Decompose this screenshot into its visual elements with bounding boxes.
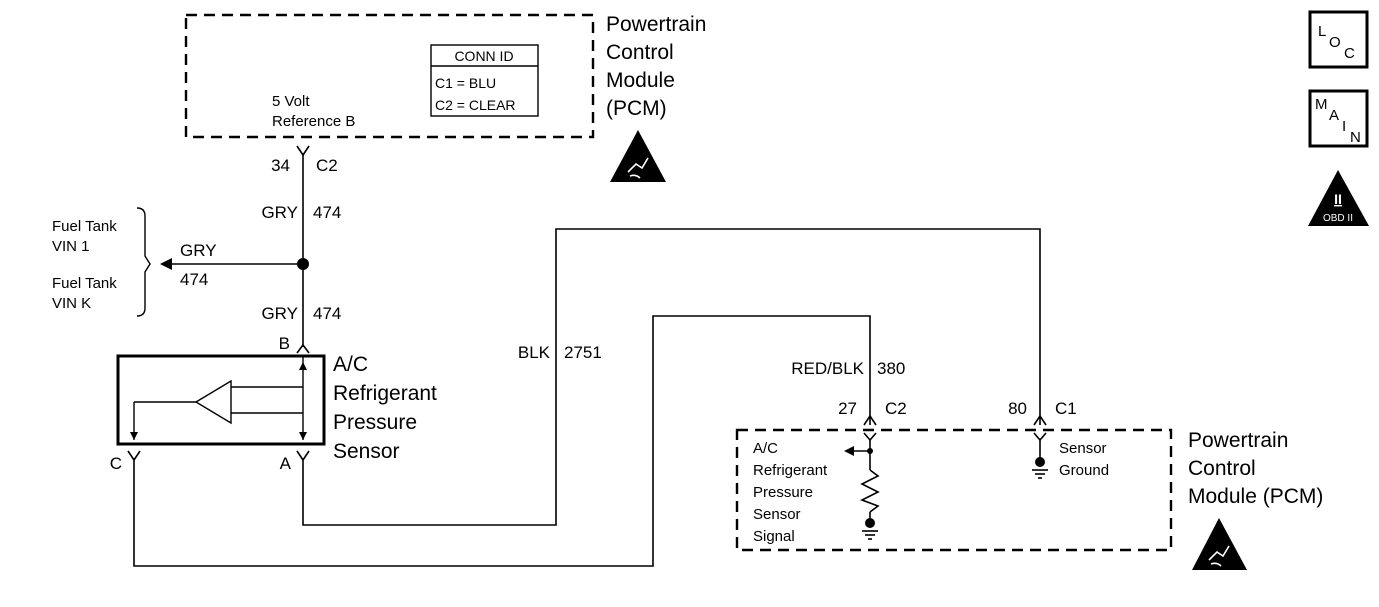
pcm-top-title-line1: Powertrain — [606, 13, 706, 36]
svg-text:L: L — [1318, 23, 1326, 40]
signal-label-line4: Sensor — [753, 506, 801, 523]
ground-label-line2: Ground — [1059, 462, 1109, 479]
wire-474-upper-color: GRY — [261, 203, 298, 222]
sensor-ground-symbol — [1032, 432, 1048, 479]
wire-474-upper-circuit: 474 — [313, 203, 341, 222]
esd-warning-icon-bottom — [1192, 518, 1247, 570]
wire-380-color: RED/BLK — [791, 359, 864, 378]
wire-2751-color: BLK — [518, 343, 551, 362]
branch-color: GRY — [180, 241, 217, 260]
sensor-pin-a-label: A — [280, 454, 292, 473]
branch-circuit: 474 — [180, 270, 208, 289]
connector-symbol-80 — [1033, 414, 1047, 426]
connector-symbol-27 — [863, 414, 877, 426]
pcm-bottom-title-line3: Module (PCM) — [1188, 485, 1323, 508]
loc-icon[interactable]: L O C — [1308, 10, 1369, 69]
fuel-tank-line2-a: Fuel Tank — [52, 275, 117, 292]
svg-text:I: I — [1342, 118, 1346, 135]
wire-474-lower-color: GRY — [261, 304, 298, 323]
fuel-tank-brace — [136, 207, 151, 317]
conn-id-row-c2: C2 = CLEAR — [435, 97, 516, 113]
svg-text:N: N — [1350, 129, 1361, 146]
signal-label-line2: Refrigerant — [753, 462, 828, 479]
fuel-tank-line1-b: VIN 1 — [52, 238, 90, 255]
wire-380-circuit: 380 — [877, 359, 905, 378]
svg-text:OBD II: OBD II — [1323, 213, 1353, 224]
sensor-pin-b-label: B — [279, 334, 290, 353]
signal-pin-number: 27 — [838, 399, 857, 418]
conn-id-header: CONN ID — [454, 48, 513, 64]
svg-text:A: A — [1329, 107, 1339, 124]
wire-380 — [133, 315, 871, 567]
pcm-bottom-title-line1: Powertrain — [1188, 429, 1288, 452]
ref-label-line1: 5 Volt — [272, 93, 310, 110]
connector-symbol-34 — [296, 145, 310, 157]
signal-label-line5: Signal — [753, 528, 795, 545]
sensor-pin-c-connector — [127, 450, 141, 462]
sensor-body — [116, 354, 326, 446]
wire-474-lower-circuit: 474 — [313, 304, 341, 323]
sensor-title-line4: Sensor — [333, 440, 400, 463]
pcm-bottom-dashed-box — [735, 428, 1173, 552]
svg-text:C: C — [1344, 45, 1355, 62]
pcm-top-title-line3: Module — [606, 69, 675, 92]
conn-id-table: CONN ID C1 = BLU C2 = CLEAR — [430, 44, 539, 117]
sensor-internal-circuit — [130, 356, 307, 440]
signal-connector-label: C2 — [885, 399, 907, 418]
top-connector-label: C2 — [316, 156, 338, 175]
signal-label-line1: A/C — [753, 440, 778, 457]
pcm-top-dashed-box — [184, 13, 595, 139]
sensor-pin-c-label: C — [110, 454, 122, 473]
wire-2751-circuit: 2751 — [564, 343, 602, 362]
svg-text:II: II — [1334, 191, 1342, 207]
fuel-tank-line2-b: VIN K — [52, 295, 91, 312]
ground-connector-label: C1 — [1055, 399, 1077, 418]
svg-text:O: O — [1329, 34, 1341, 51]
sensor-pin-a-connector — [296, 450, 310, 462]
svg-text:M: M — [1315, 96, 1328, 113]
wire-2751 — [302, 228, 1041, 526]
signal-label-line3: Pressure — [753, 484, 813, 501]
main-icon[interactable]: M A I N — [1308, 89, 1369, 148]
conn-id-row-c1: C1 = BLU — [435, 75, 496, 91]
pcm-top-title-line4: (PCM) — [606, 97, 667, 120]
pcm-bottom-title-line2: Control — [1188, 457, 1256, 480]
obd-ii-icon[interactable]: II OBD II — [1308, 170, 1369, 226]
sensor-pin-b-connector — [296, 343, 310, 354]
pcm-top-title-line2: Control — [606, 41, 674, 64]
sensor-title-line2: Refrigerant — [333, 382, 437, 405]
ref-label-line2: Reference B — [272, 113, 355, 130]
signal-pullup-resistor — [844, 432, 880, 540]
sensor-title-line1: A/C — [333, 353, 368, 376]
esd-warning-icon — [610, 130, 666, 182]
top-pin-number: 34 — [271, 156, 290, 175]
sensor-title-line3: Pressure — [333, 411, 417, 434]
branch-arrow-icon — [160, 258, 172, 270]
ground-label-line1: Sensor — [1059, 440, 1107, 457]
fuel-tank-line1-a: Fuel Tank — [52, 218, 117, 235]
ground-pin-number: 80 — [1008, 399, 1027, 418]
